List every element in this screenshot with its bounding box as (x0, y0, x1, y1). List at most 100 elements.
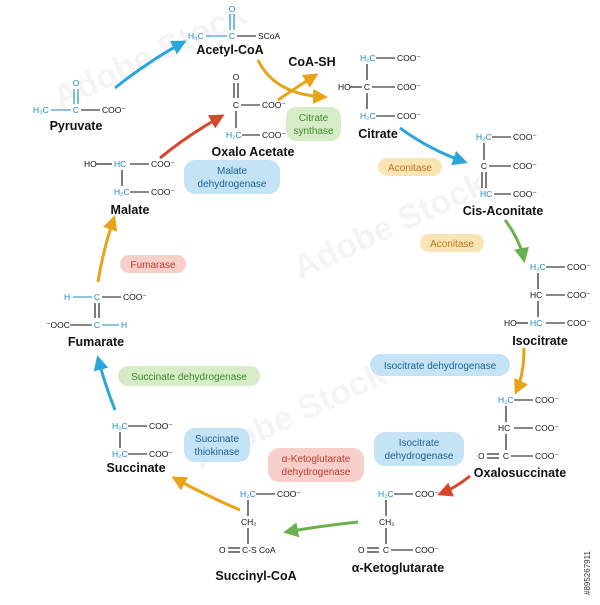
atom-c: C (94, 292, 100, 302)
arrow-pyruvate-to-acetylcoa (114, 40, 187, 90)
enzyme-label: Fumarase (130, 260, 175, 271)
compound-name: Cis-Aconitate (463, 204, 544, 218)
enzyme-pill-citrate-synthase: Citrate synthase (286, 107, 341, 141)
atom-coo: COO⁻ (151, 187, 175, 197)
enzyme-pill-succinate-dehydrogenase: Succinate dehydrogenase (118, 366, 260, 386)
atom-h2c: H₂C (112, 421, 128, 431)
compound-oxalo-acetate: O C COO⁻ H₂C COO⁻ Oxalo Acetate (212, 72, 295, 159)
atom-coo: COO⁻ (567, 318, 591, 328)
compound-succinate: H₂C COO⁻ H₂C COO⁻ Succinate (106, 421, 172, 475)
enzyme-label: Succinate dehydrogenase (131, 372, 247, 383)
enzyme-label-line1: α-Ketoglutarate (282, 454, 351, 465)
atom-coo: COO⁻ (397, 53, 421, 63)
compound-name: Oxalosuccinate (474, 466, 566, 480)
atom-h: H (121, 320, 127, 330)
atom-coo: COO⁻ (535, 395, 559, 405)
atom-ho: HO (338, 82, 351, 92)
atom-c: C (233, 100, 239, 110)
atom-c: C (229, 31, 235, 41)
enzyme-label-line1: Succinate (195, 434, 239, 445)
atom-coo: COO⁻ (102, 105, 126, 115)
arrow-cisaconitate-to-isocitrate (503, 219, 529, 263)
atom-h2c: H₂C (378, 489, 394, 499)
atom-c: C (364, 82, 370, 92)
atom-coo: COO⁻ (567, 262, 591, 272)
atom-c: C (383, 545, 389, 555)
enzyme-label-line1: Malate (217, 166, 247, 177)
atom-c: C (94, 320, 100, 330)
compound-name: Isocitrate (512, 334, 568, 348)
arrow-akg-to-succinylcoa (283, 520, 359, 538)
arrow-succinate-to-fumarate (93, 355, 117, 411)
atom-coo: COO⁻ (262, 100, 286, 110)
atom-o: O (229, 4, 236, 14)
atom-h2c: H₂C (226, 130, 242, 140)
atom-c: C (503, 451, 509, 461)
compound-name: Citrate (358, 127, 398, 141)
arrow-isocitrate-to-oxalosuccinate (514, 347, 528, 395)
compound-coa-sh: CoA-SH (288, 55, 335, 69)
enzyme-pill-malate-dehydrogenase: Malate dehydrogenase (184, 160, 280, 194)
atom-h2c: H₂C (114, 187, 130, 197)
enzyme-label-line2: dehydrogenase (282, 467, 351, 478)
enzyme-label-line2: dehydrogenase (385, 451, 454, 462)
atom-c: C (481, 161, 487, 171)
atom-coo: COO⁻ (262, 130, 286, 140)
atom-ch2: CH₂ (379, 517, 395, 527)
compound-name: α-Ketoglutarate (352, 561, 444, 575)
atom-hc: HC (114, 159, 126, 169)
enzyme-pill-akg-dehydrogenase: α-Ketoglutarate dehydrogenase (268, 448, 364, 482)
compound-name: Acetyl-CoA (196, 43, 263, 57)
atom-h2c: H₂C (498, 395, 514, 405)
atom-o: O (219, 545, 226, 555)
atom-coo: COO⁻ (151, 159, 175, 169)
compound-acetyl-coa: O H₃C C SCoA Acetyl-CoA (188, 4, 281, 57)
enzyme-pill-aconitase-2: Aconitase (420, 234, 484, 252)
enzyme-label-line1: Citrate (299, 113, 329, 124)
compound-cis-aconitate: H₂C COO⁻ C COO⁻ HC COO⁻ Cis-Aconitate (463, 132, 544, 218)
atom-ho: HO (504, 318, 517, 328)
arrow-malate-to-oxaloacetate (159, 114, 225, 160)
enzyme-pill-fumarase: Fumarase (120, 255, 186, 273)
atom-coo: COO⁻ (397, 111, 421, 121)
atom-coo: COO⁻ (567, 290, 591, 300)
enzyme-pill-isocitrate-dehydrogenase-2: Isocitrate dehydrogenase (374, 432, 464, 466)
atom-h2c: H₂C (360, 111, 376, 121)
arrow-to-coash (277, 73, 319, 102)
compound-name: Fumarate (68, 335, 124, 349)
atom-scoa: SCoA (258, 31, 281, 41)
enzyme-label-line2: thiokinase (194, 447, 239, 458)
atom-o: O (233, 72, 240, 82)
compound-citrate: H₂C COO⁻ HO C COO⁻ H₂C COO⁻ Citrate (338, 53, 421, 141)
atom-h2c: H₂C (112, 449, 128, 459)
atom-hc: HC (530, 290, 542, 300)
compound-name: Pyruvate (50, 119, 103, 133)
compound-oxalosuccinate: H₂C COO⁻ HC COO⁻ O C COO⁻ Oxalosuccinate (474, 395, 566, 480)
atom-coo: COO⁻ (277, 489, 301, 499)
enzyme-pill-isocitrate-dehydrogenase-1: Isocitrate dehydrogenase (370, 354, 510, 376)
enzyme-label-line2: synthase (293, 126, 333, 137)
atom-o: O (358, 545, 365, 555)
atom-c: C (73, 105, 79, 115)
enzyme-pill-succinate-thiokinase: Succinate thiokinase (184, 428, 250, 462)
atom-h: H (64, 292, 70, 302)
atom-h3c: H₃C (33, 105, 49, 115)
reaction-arrows (93, 40, 529, 538)
atom-h2c: H₂C (240, 489, 256, 499)
watermark-text-2: Adobe Stock (287, 165, 491, 287)
compound-fumarate: H C COO⁻ ⁻OOC C H Fumarate (46, 292, 147, 349)
enzyme-label: Isocitrate dehydrogenase (384, 361, 497, 372)
atom-h2c: H₂C (530, 262, 546, 272)
enzyme-pill-aconitase-1: Aconitase (378, 158, 442, 176)
compound-name: Succinate (106, 461, 165, 475)
arrow-oxalosuccinate-to-akg (437, 474, 471, 497)
arrow-citrate-to-cisaconitate (399, 126, 468, 166)
compound-name: Succinyl-CoA (215, 569, 296, 583)
atom-ho: HO (84, 159, 97, 169)
atom-coo: COO⁻ (415, 489, 439, 499)
atom-h3c: H₃C (188, 31, 204, 41)
atom-coo: COO⁻ (149, 449, 173, 459)
atom-ch2: CH₂ (241, 517, 257, 527)
